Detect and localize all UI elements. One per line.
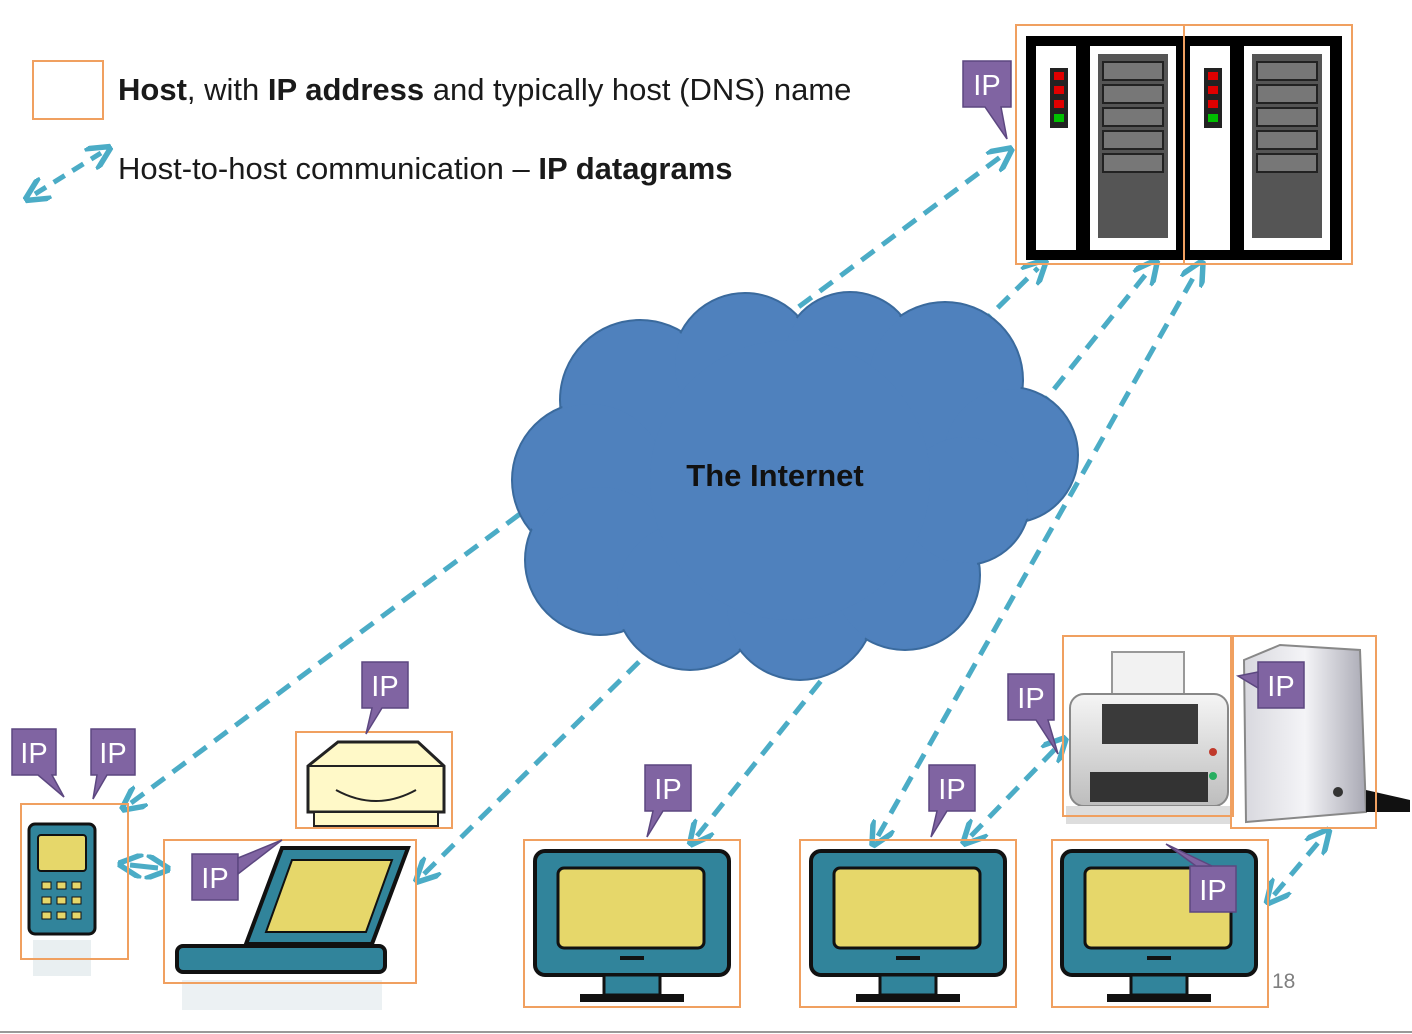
host-box-monitor-3 [1051,839,1269,1008]
legend-ip-address-bold: IP address [267,72,425,107]
legend-arrow-icon [35,153,101,194]
laptop-icon [175,846,411,1010]
arrow-printer-monitor2 [971,746,1058,836]
ip-label-tower: IP [1267,671,1294,703]
ip-label-monitor-1: IP [654,774,681,806]
arrow-tower-monitor3 [1274,838,1322,895]
host-box-printer [1062,635,1234,817]
ip-callouts [11,60,1305,913]
arrow-phone-laptop [130,865,158,868]
ip-label-server: IP [973,70,1000,102]
ip-label-printer: IP [1017,683,1044,715]
monitor-icon [809,849,1007,1002]
printer-icon [1066,651,1232,824]
legend-host-rest: and typically host (DNS) name [424,72,852,107]
legend-host-text: Host, with IP address and typically host… [118,72,851,108]
ip-label-laptop: IP [201,863,228,895]
arrow-monitor2-server [878,271,1197,836]
ip-label-disk: IP [371,671,398,703]
ip-label-monitor-3: IP [1199,875,1226,907]
ip-label-phone-1: IP [20,738,47,770]
ip-label-phone-2: IP [99,738,126,770]
host-box-monitor-1 [523,839,741,1008]
host-box-phone [20,803,129,960]
cloud-label: The Internet [686,458,864,493]
ip-callout-labels: IP IP IP IP IP IP IP IP IP IP [20,70,1294,907]
legend-host-with: , with [186,72,268,107]
host-box-server-2 [1183,24,1353,265]
host-box-disk [295,731,453,829]
host-box-monitor-2 [799,839,1017,1008]
monitor-icon [533,849,731,1002]
phone-icon [27,822,97,976]
host-box-laptop [163,839,417,984]
legend-host-bold: Host [118,72,187,107]
legend-host-box [32,60,104,120]
host-box-tower [1230,635,1377,829]
disk-drive-icon [306,740,446,827]
slide-number: 18 [1272,970,1296,993]
ip-label-monitor-2: IP [938,774,965,806]
